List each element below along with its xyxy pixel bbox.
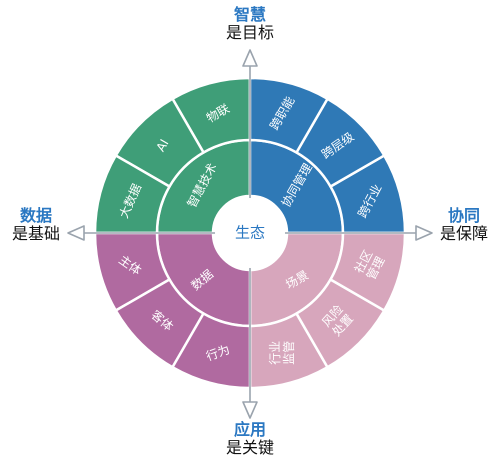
axis-label-bottom: 应用 是关键 [215, 420, 285, 458]
arrow-head-right [415, 225, 433, 241]
axis-left-sub: 是基础 [11, 224, 60, 244]
arrow-head-bottom [242, 401, 258, 419]
center-label: 生态 [235, 224, 265, 242]
axis-left-key: 数据 [19, 206, 52, 225]
arrow-head-left [67, 225, 85, 241]
axis-top-key: 智慧 [233, 5, 266, 24]
outer-label-bottom-right-0: 社区管理 [351, 247, 388, 282]
axis-label-left: 数据 是基础 [4, 206, 68, 244]
axis-bottom-key: 应用 [233, 420, 266, 439]
outer-label-bottom-right-2: 行业监管 [268, 341, 296, 365]
axis-right-key: 协同 [447, 206, 480, 225]
axis-top-sub: 是目标 [225, 23, 274, 43]
axis-label-top: 智慧 是目标 [215, 5, 285, 43]
axis-right-sub: 是保障 [439, 224, 488, 244]
center-circle [215, 198, 285, 268]
axis-bottom-sub: 是关键 [225, 438, 274, 458]
axis-label-right: 协同 是保障 [432, 206, 496, 244]
arrow-head-top [242, 49, 258, 67]
